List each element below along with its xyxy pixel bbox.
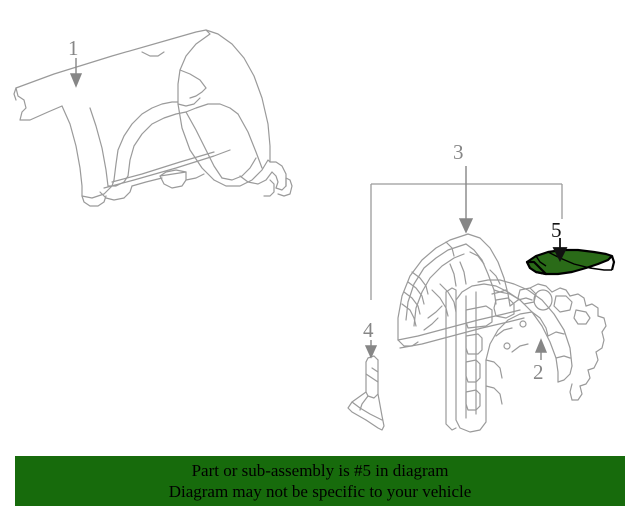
callout-label-5: 5 bbox=[551, 218, 562, 242]
callout-label-2: 2 bbox=[533, 360, 544, 384]
callout-label-4: 4 bbox=[363, 318, 374, 342]
part-4-reinforcement-gusset[interactable] bbox=[347, 355, 385, 431]
caption-line-primary: Part or sub-assembly is #5 in diagram bbox=[191, 461, 449, 480]
part-3-wheelhouse-outer[interactable] bbox=[397, 233, 533, 349]
callout-label-1: 1 bbox=[68, 36, 79, 60]
part-5-extension-bracket-highlight[interactable] bbox=[525, 248, 616, 276]
caption-banner: Part or sub-assembly is #5 in diagram Di… bbox=[15, 456, 625, 506]
callout-4-arrow bbox=[364, 340, 378, 359]
callout-2-arrow bbox=[534, 338, 548, 360]
callout-1-arrow bbox=[69, 58, 83, 88]
part-2-wheelhouse-inner[interactable] bbox=[445, 279, 607, 433]
caption-line-secondary: Diagram may not be specific to your vehi… bbox=[168, 482, 472, 501]
part-1-quarter-panel[interactable] bbox=[13, 29, 293, 207]
callout-label-3: 3 bbox=[453, 140, 464, 164]
callout-3-arrow bbox=[458, 166, 474, 234]
callout-5-arrow bbox=[552, 238, 568, 263]
